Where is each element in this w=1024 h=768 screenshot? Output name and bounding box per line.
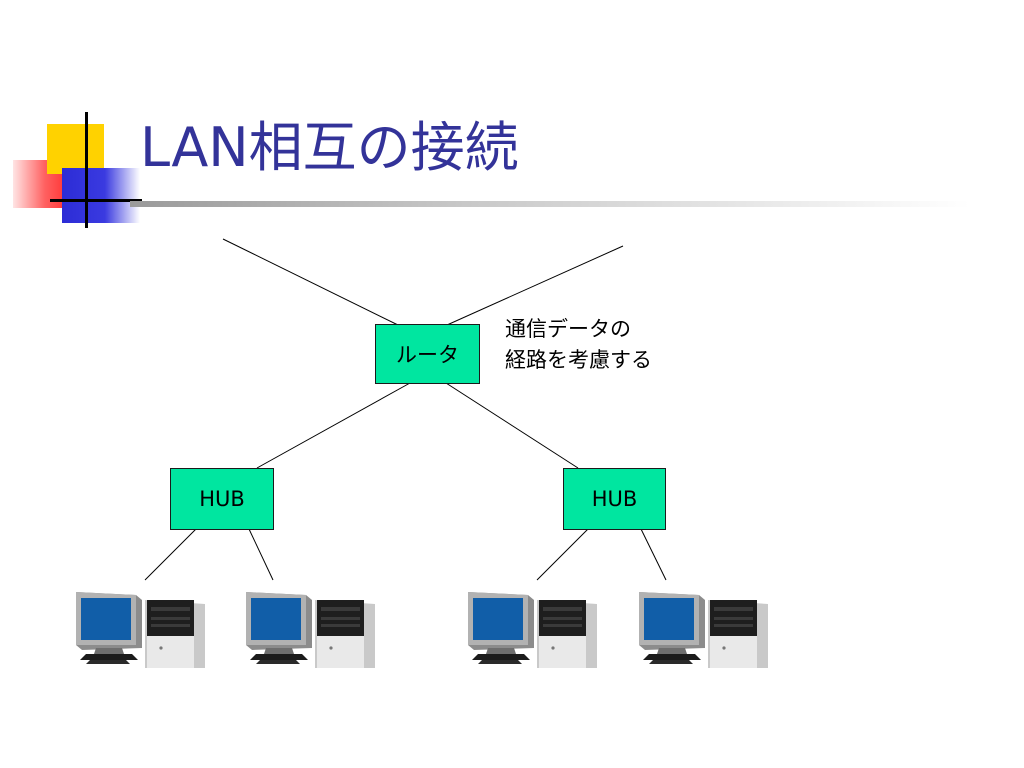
title-accent-blue [62, 168, 140, 223]
hub-left-to-pc2-line [248, 528, 274, 581]
computer-icon [639, 592, 768, 668]
hub-left-to-pc1-line [144, 528, 197, 581]
computer-icon [246, 592, 375, 668]
hub-right-box: HUB [563, 468, 666, 530]
hub-left-box: HUB [170, 468, 274, 530]
router-note: 通信データの 経路を考慮する [505, 314, 652, 376]
title-underline [130, 201, 970, 207]
slide-title: LAN相互の接続 [140, 116, 519, 179]
computer-icon [76, 592, 205, 668]
router-note-line-2: 経路を考慮する [505, 348, 652, 372]
hub-right-to-pc3-line [536, 528, 589, 581]
computer-icon [468, 592, 597, 668]
title-accent-yellow [47, 124, 104, 174]
hub-right-to-pc4-line [640, 528, 667, 581]
router-to-hub-left-line [256, 382, 411, 469]
router-box: ルータ [375, 324, 480, 384]
hub-right-label: HUB [591, 487, 638, 511]
uplink-line-right [446, 245, 624, 326]
router-to-hub-right-line [445, 382, 579, 469]
title-accent-horizontal-line [50, 199, 142, 202]
title-accent-vertical-line [85, 112, 88, 228]
router-note-line-1: 通信データの [505, 317, 631, 341]
uplink-line-left [222, 238, 399, 326]
hub-left-label: HUB [199, 487, 245, 511]
router-label: ルータ [396, 343, 459, 367]
